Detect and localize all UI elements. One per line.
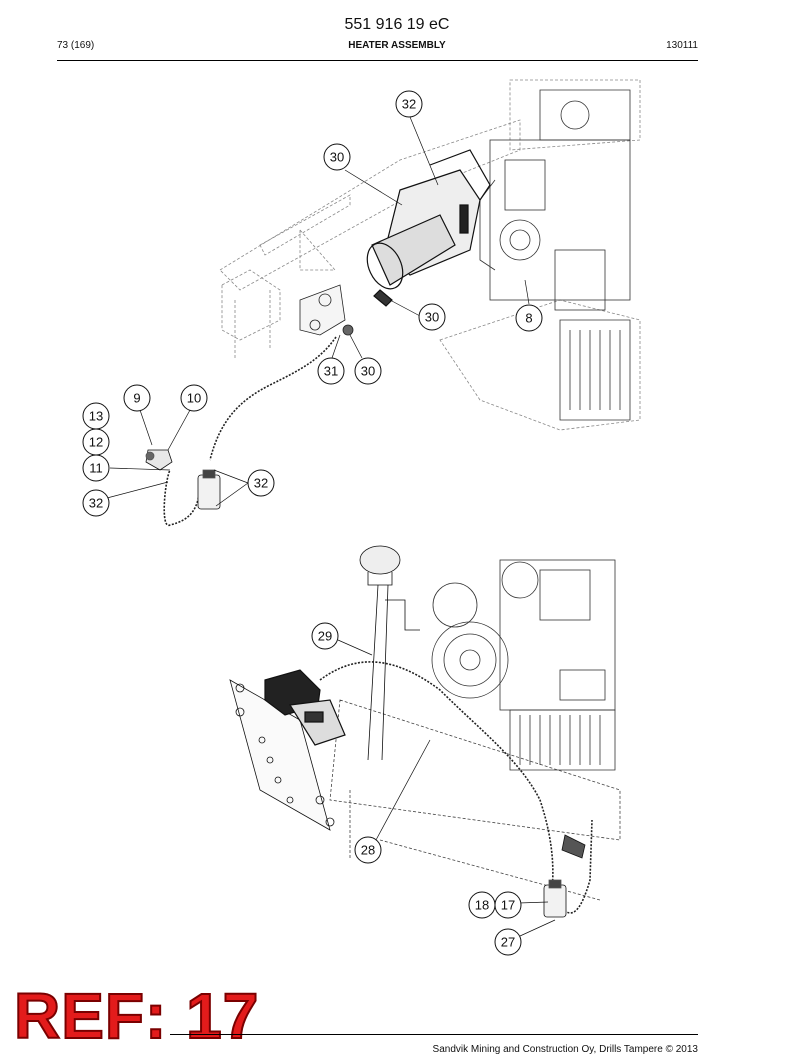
exploded-parts-drawing: 32 30 30 8 31 30 9 10 13 12 11 32 32 [82, 79, 641, 956]
callout-top-10: 12 [82, 428, 110, 456]
callout-top-5: 31 [317, 357, 345, 385]
svg-text:32: 32 [89, 496, 103, 511]
callout-bottom-3: 18 [468, 891, 496, 919]
svg-text:28: 28 [361, 843, 375, 858]
page-title: HEATER ASSEMBLY [348, 40, 446, 51]
svg-text:30: 30 [425, 310, 439, 325]
svg-text:8: 8 [525, 311, 532, 326]
svg-text:17: 17 [501, 898, 515, 913]
callout-top-6: 30 [354, 357, 382, 385]
svg-text:29: 29 [318, 629, 332, 644]
svg-text:10: 10 [187, 391, 201, 406]
footer-divider [170, 1034, 698, 1035]
header-divider [57, 60, 698, 61]
callout-top-9: 13 [82, 402, 110, 430]
svg-text:12: 12 [89, 435, 103, 450]
document-number: 551 916 19 eC [344, 16, 450, 33]
svg-text:11: 11 [89, 461, 103, 476]
svg-text:13: 13 [89, 409, 103, 424]
callout-bottom-1: 29 [311, 622, 339, 650]
callout-bottom-5: 27 [494, 928, 522, 956]
callout-top-13: 32 [247, 469, 275, 497]
callout-bottom-2: 28 [354, 836, 382, 864]
callout-bottom-4: 17 [494, 891, 522, 919]
callout-top-1: 32 [395, 90, 423, 118]
bottom-assembly-illustration [229, 545, 621, 937]
callout-top-4: 8 [515, 304, 543, 332]
page-number: 73 (169) [57, 40, 95, 51]
svg-text:30: 30 [361, 364, 375, 379]
svg-text:30: 30 [330, 150, 344, 165]
callout-top-8: 10 [180, 384, 208, 412]
svg-text:32: 32 [402, 97, 416, 112]
revision-date: 130111 [666, 40, 698, 51]
svg-text:18: 18 [475, 898, 489, 913]
svg-text:27: 27 [501, 935, 515, 950]
top-assembly-illustration [106, 79, 641, 526]
callout-top-11: 11 [82, 454, 110, 482]
copyright-footer: Sandvik Mining and Construction Oy, Dril… [432, 1044, 698, 1055]
callout-top-7: 9 [123, 384, 151, 412]
svg-text:31: 31 [324, 364, 338, 379]
callout-top-2: 30 [323, 143, 351, 171]
svg-text:32: 32 [254, 476, 268, 491]
reference-stamp: REF: 17 [13, 980, 260, 1052]
callout-top-3: 30 [418, 303, 446, 331]
callout-top-12: 32 [82, 489, 110, 517]
svg-text:9: 9 [133, 391, 140, 406]
